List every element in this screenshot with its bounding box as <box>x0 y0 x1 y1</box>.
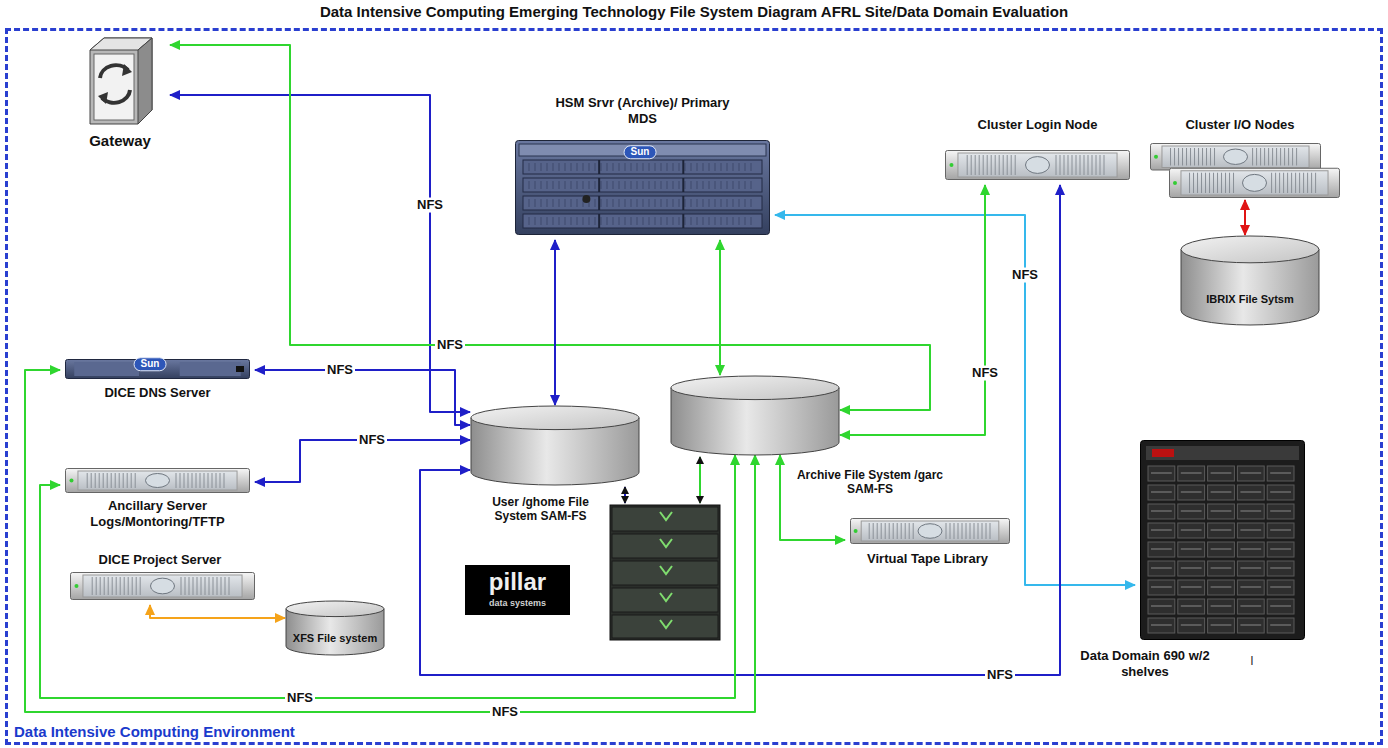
connector <box>554 240 556 405</box>
device-icon <box>65 359 250 379</box>
node-label: Virtual Tape Library <box>845 551 1010 567</box>
connector <box>420 185 1060 675</box>
node-label: pillar <box>465 568 570 597</box>
hsm-server: HSM Srvr (Archive)/ Primary MDS <box>510 95 775 240</box>
node-label: User /ghome File System SAM-FS <box>478 495 603 524</box>
stray-mark: I <box>1248 655 1255 669</box>
node-label: XFS File system <box>285 632 385 645</box>
environment-region: Data Intensive Computing Environment Gate… <box>5 28 1383 745</box>
connector-label: NFS <box>325 363 355 378</box>
device-icon <box>90 36 152 124</box>
file-system-cylinder: XFS File system <box>285 600 385 655</box>
connector <box>780 455 845 540</box>
device-icon <box>515 140 770 235</box>
file-system-cylinder: IBRIX File Sytsm <box>1180 235 1320 325</box>
connector-label: NFS <box>415 198 445 213</box>
connector-label: NFS <box>357 433 387 448</box>
connector <box>840 185 985 435</box>
file-system-cylinder: User /ghome File System SAM-FS <box>470 405 640 485</box>
cylinder-shape <box>670 375 840 455</box>
cylinder-shape <box>470 405 640 485</box>
connector-label: NFS <box>985 668 1015 683</box>
pillar-array <box>610 505 720 640</box>
connector <box>719 240 721 375</box>
tape-library: Virtual Tape Library <box>845 515 1010 580</box>
pillar-logo: pillardata systems <box>465 565 570 615</box>
file-system-cylinder: Archive File System /garc SAM-FS <box>670 375 840 455</box>
node-label: Ancillary Server Logs/Montoring/TFTP <box>60 498 255 529</box>
array-wire <box>624 487 626 503</box>
connector-label: NFS <box>490 705 520 720</box>
connector <box>40 455 735 698</box>
login-node: Cluster Login Node <box>940 115 1135 185</box>
connector <box>170 45 930 410</box>
node-label: Data Intensive Computing Environment <box>14 723 414 741</box>
device-icon <box>65 468 250 493</box>
node-label: Data Domain 690 w/2 shelves <box>1075 648 1215 679</box>
node-label: Gateway <box>70 132 170 150</box>
dns-server: DICE DNS Server <box>60 355 255 405</box>
device-icon <box>1150 143 1340 198</box>
connector <box>170 95 470 412</box>
cylinder-shape <box>1180 235 1320 325</box>
device-icon <box>850 518 1010 544</box>
connector <box>255 440 470 482</box>
node-label: Cluster I/O Nodes <box>1150 117 1330 133</box>
cylinder-shape <box>285 600 385 655</box>
diagram-title: Data Intensive Computing Emerging Techno… <box>0 3 1388 20</box>
connector <box>150 605 285 618</box>
device-icon <box>945 150 1130 180</box>
node-label: data systems <box>465 598 570 609</box>
project-server: DICE Project Server <box>60 550 260 605</box>
ancillary-server: Ancillary Server Logs/Montoring/TFTP <box>60 465 255 540</box>
array-wire <box>699 457 701 503</box>
node-label: DICE DNS Server <box>60 385 255 401</box>
node-label: IBRIX File Sytsm <box>1180 293 1320 306</box>
connector <box>255 370 470 425</box>
connector-label: NFS <box>285 691 315 706</box>
gateway: Gateway <box>70 36 170 154</box>
data-domain: Data Domain 690 w/2 shelves <box>1135 435 1310 645</box>
node-label: DICE Project Server <box>60 552 260 568</box>
connector-label: NFS <box>1010 268 1040 283</box>
device-icon <box>70 572 255 600</box>
connector <box>25 370 755 712</box>
device-icon <box>1140 440 1305 640</box>
node-label: Archive File System /garc SAM-FS <box>790 468 950 497</box>
connector-label: NFS <box>970 366 1000 381</box>
node-label: HSM Srvr (Archive)/ Primary MDS <box>540 95 745 126</box>
io-nodes: Cluster I/O Nodes <box>1150 115 1345 200</box>
node-label: Cluster Login Node <box>940 117 1135 133</box>
connector-label: NFS <box>435 338 465 353</box>
connector <box>1244 200 1246 235</box>
